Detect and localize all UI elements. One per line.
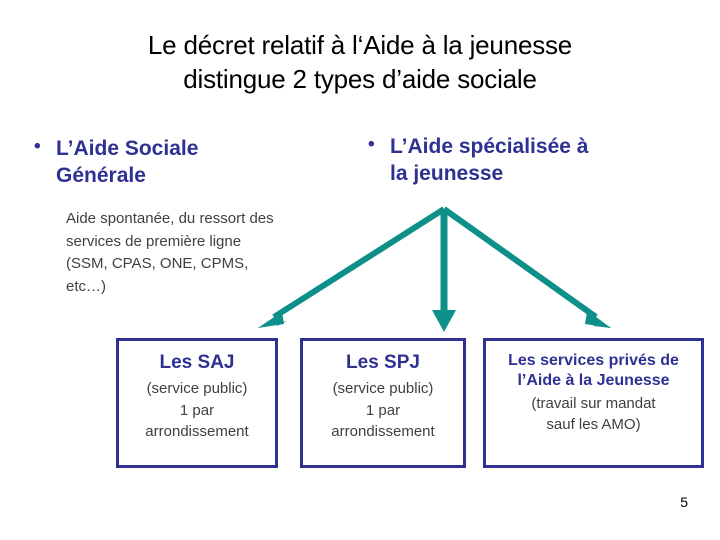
bullet-right-text: L’Aide spécialisée à la jeunesse <box>390 133 698 188</box>
page-title-line-1: Le décret relatif à l‘Aide à la jeunesse <box>147 30 573 60</box>
node-box-services-prives-sub: (travail sur mandat sauf les AMO) <box>486 393 701 436</box>
node-box-services-prives[interactable]: Les services privés de l’Aide à la Jeune… <box>483 338 704 468</box>
page-title-line-2: distingue 2 types d’aide sociale <box>183 64 537 95</box>
bullet-row: • L’Aide Sociale Générale <box>34 135 364 190</box>
node-box-spj-sub-line-1: (service public) <box>332 380 434 398</box>
node-box-spj-sub: (service public) 1 par arrondissement <box>303 378 463 442</box>
sub-paragraph-line-4: etc…) <box>66 277 107 295</box>
arrow-to-spj <box>432 209 456 332</box>
sub-paragraph-line-2: services de première ligne <box>66 232 242 250</box>
bullet-left-line-1: L’Aide Sociale <box>56 137 199 160</box>
page-number: 5 <box>680 494 688 510</box>
node-box-services-prives-sub-line-2: sauf les AMO) <box>546 416 641 434</box>
node-box-saj[interactable]: Les SAJ (service public) 1 par arrondiss… <box>116 338 278 468</box>
page-title: Le décret relatif à l‘Aide à la jeunesse… <box>40 28 680 97</box>
node-box-saj-sub-line-2: 1 par <box>179 401 215 419</box>
sub-paragraph-line-1: Aide spontanée, du ressort des <box>66 210 274 227</box>
bullet-right-line-1: L’Aide spécialisée à <box>390 135 589 158</box>
sub-paragraph-line-3: (SSM, CPAS, ONE, CPMS, <box>66 255 249 272</box>
node-box-saj-sub: (service public) 1 par arrondissement <box>119 378 275 442</box>
bullet-aide-specialisee-jeunesse: • L’Aide spécialisée à la jeunesse <box>368 133 698 188</box>
bullet-row: • L’Aide spécialisée à la jeunesse <box>368 133 698 188</box>
node-box-saj-heading: Les SAJ <box>159 352 235 373</box>
bullet-left-line-2: Générale <box>56 164 146 188</box>
node-box-spj-heading: Les SPJ <box>346 352 420 373</box>
node-box-services-prives-sub-line-1: (travail sur mandat <box>531 395 656 412</box>
bullet-right-line-2: la jeunesse <box>390 162 504 186</box>
bullet-left-text: L’Aide Sociale Générale <box>56 135 364 190</box>
bullet-dot-icon: • <box>34 136 41 157</box>
node-box-saj-sub-line-3: arrondissement <box>145 422 249 440</box>
node-box-services-prives-heading: Les services privés de l’Aide à la Jeune… <box>508 352 679 389</box>
bullet-dot-icon: • <box>368 134 375 155</box>
arrow-to-private <box>442 206 611 328</box>
node-box-spj-sub-line-2: 1 par <box>365 401 401 419</box>
node-box-spj[interactable]: Les SPJ (service public) 1 par arrondiss… <box>300 338 466 468</box>
bullet-aide-sociale-generale: • L’Aide Sociale Générale <box>34 135 364 190</box>
node-box-saj-sub-line-1: (service public) <box>146 380 248 398</box>
node-box-spj-sub-line-3: arrondissement <box>331 422 435 440</box>
sub-paragraph-aide-spontanee: Aide spontanée, du ressort des services … <box>66 208 366 298</box>
